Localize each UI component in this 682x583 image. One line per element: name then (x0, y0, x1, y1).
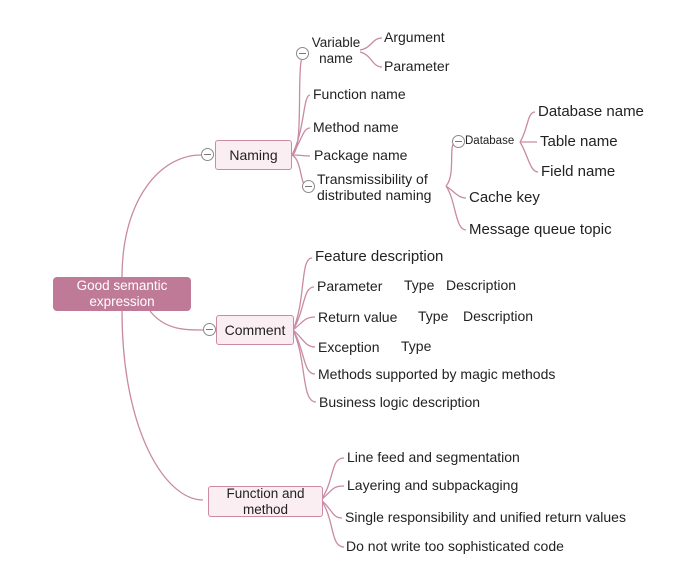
package-name-node[interactable]: Package name (314, 147, 408, 163)
connector-root-function (121, 310, 204, 501)
function-name-node[interactable]: Function name (313, 86, 406, 102)
comment-parameter-type[interactable]: Type (404, 277, 435, 293)
collapse-naming-icon[interactable] (201, 148, 214, 161)
root-label-line1: Good semantic (76, 278, 168, 293)
comment-label: Comment (224, 322, 286, 338)
connector-comment-return (292, 316, 316, 331)
connector-root-comment (149, 310, 204, 331)
variable-name-node[interactable]: Variable name (311, 35, 361, 66)
connector-comment-business (292, 329, 317, 403)
root-node[interactable]: Good semantic expression (53, 277, 191, 311)
function-and-method-node[interactable]: Function and method (208, 486, 323, 517)
connector-distributed-database (445, 141, 456, 187)
distributed-naming-node[interactable]: Transmissibility of distributed naming (317, 171, 431, 203)
distributed-line2: distributed naming (317, 187, 432, 204)
line-feed-node[interactable]: Line feed and segmentation (347, 449, 520, 465)
connector-function-child-1 (320, 457, 345, 501)
connector-variable-parameter (359, 51, 383, 68)
function-method-line1: Function and (226, 485, 305, 501)
message-queue-topic-node[interactable]: Message queue topic (469, 221, 612, 238)
database-node[interactable]: Database (465, 135, 515, 147)
collapse-variable-name-icon[interactable] (296, 47, 309, 60)
connector-comment-exception (292, 329, 316, 348)
magic-methods-node[interactable]: Methods supported by magic methods (318, 366, 556, 382)
database-name-node[interactable]: Database name (538, 103, 644, 120)
sophisticated-code-node[interactable]: Do not write too sophisticated code (346, 538, 564, 554)
method-name-node[interactable]: Method name (313, 119, 399, 135)
connector-function-child-3 (320, 499, 343, 519)
argument-node[interactable]: Argument (384, 29, 445, 45)
single-responsibility-node[interactable]: Single responsibility and unified return… (345, 509, 626, 525)
cache-key-node[interactable]: Cache key (469, 189, 540, 206)
business-logic-node[interactable]: Business logic description (319, 394, 481, 410)
connector-database-field (519, 141, 539, 173)
naming-label: Naming (229, 147, 278, 163)
parameter-node[interactable]: Parameter (384, 58, 450, 74)
connector-distributed-cache (445, 185, 467, 199)
connector-naming-function-name (291, 94, 311, 156)
connector-naming-method-name (291, 127, 311, 156)
distributed-line1: Transmissibility of (317, 171, 428, 187)
connector-comment-parameter (292, 286, 315, 331)
variable-name-line2: name (319, 50, 353, 66)
feature-description-node[interactable]: Feature description (315, 248, 444, 265)
connector-variable-argument (359, 37, 383, 51)
connector-function-child-2 (320, 485, 345, 501)
function-method-line2: method (242, 501, 289, 517)
collapse-database-icon[interactable] (452, 135, 465, 148)
naming-node[interactable]: Naming (215, 140, 292, 170)
return-value-node[interactable]: Return value (318, 309, 398, 325)
collapse-distributed-icon[interactable] (302, 180, 315, 193)
connector-database-dbname (519, 111, 536, 143)
comment-parameter-node[interactable]: Parameter (317, 278, 383, 294)
comment-node[interactable]: Comment (216, 315, 294, 345)
return-value-type[interactable]: Type (418, 308, 449, 324)
comment-parameter-description[interactable]: Description (446, 277, 517, 293)
connector-distributed-mq (445, 185, 467, 231)
collapse-comment-icon[interactable] (203, 323, 216, 336)
connector-root-naming (121, 154, 202, 278)
table-name-node[interactable]: Table name (540, 133, 618, 150)
exception-node[interactable]: Exception (318, 339, 380, 355)
variable-name-line1: Variable (311, 35, 361, 50)
exception-type[interactable]: Type (401, 338, 432, 354)
layering-node[interactable]: Layering and subpackaging (347, 477, 519, 493)
return-value-description[interactable]: Description (463, 308, 534, 324)
field-name-node[interactable]: Field name (541, 163, 616, 180)
root-label-line2: expression (89, 294, 155, 309)
connector-comment-feature (292, 257, 313, 331)
connector-function-child-4 (320, 499, 345, 548)
connector-naming-package-name (291, 154, 311, 157)
